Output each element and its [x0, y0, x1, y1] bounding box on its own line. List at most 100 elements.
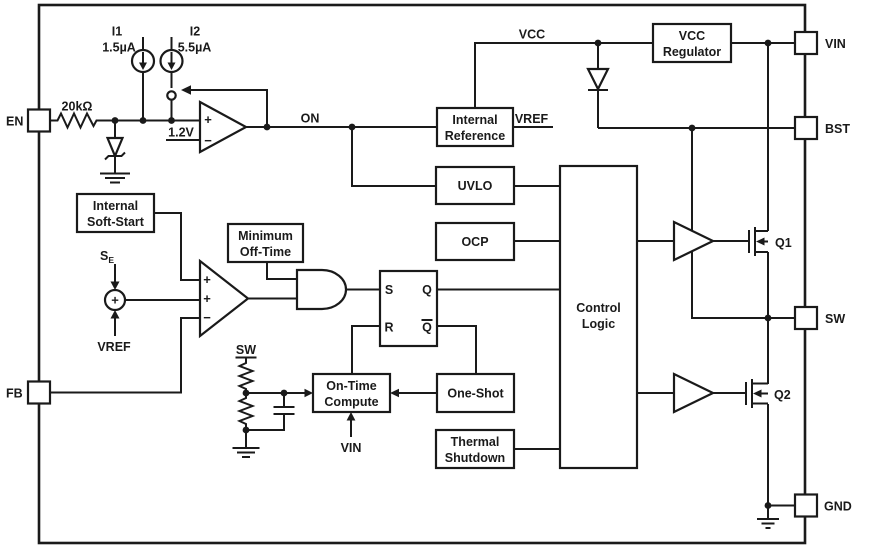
latch-r-label: R — [384, 321, 393, 335]
switch-feedback-arrowhead — [181, 85, 191, 95]
vref-in-label: VREF — [97, 340, 131, 354]
wire-cap — [246, 393, 295, 431]
soft-start-sum-label: SE — [100, 249, 114, 265]
ground-symbols — [100, 172, 779, 529]
i2-arrowhead — [167, 62, 176, 70]
junction-on — [348, 123, 356, 131]
vcc-net-label: VCC — [519, 28, 545, 42]
ic-boundary — [37, 3, 807, 545]
junction-i2 — [168, 117, 175, 124]
wire-fb — [50, 317, 200, 394]
junction-vcc — [594, 39, 602, 47]
en-comp-plus: + — [204, 112, 212, 127]
thermal-shutdown-line1: Thermal — [451, 435, 500, 449]
pin-fb-label: FB — [6, 387, 23, 401]
error-comp-minus: − — [203, 310, 211, 325]
control-logic-line2: Logic — [582, 317, 615, 331]
en-resistor-label: 20kΩ — [62, 100, 93, 114]
pin-sw — [793, 305, 819, 331]
minimum-off-time-line2: Off-Time — [240, 245, 291, 259]
net-labels: I1 1.5µA I2 5.5µA 20kΩ 1.2V ON VCC VREF … — [62, 25, 792, 456]
current-source-i2 — [159, 48, 184, 74]
tap-arrowhead — [304, 388, 313, 398]
pin-sw-label: SW — [825, 312, 845, 326]
vref-out-label: VREF — [515, 112, 549, 126]
pin-en — [26, 108, 52, 133]
vcc-regulator-block — [651, 22, 733, 64]
internal-reference-block — [435, 106, 515, 148]
latch-qbar-label: Q — [422, 321, 432, 335]
ground-zener — [100, 172, 130, 184]
wire-r-in — [351, 325, 380, 374]
error-comp-plus1: + — [203, 272, 211, 287]
on-time-compute-block — [311, 372, 392, 414]
summing-plus: + — [111, 293, 119, 308]
vcc-regulator-line1: VCC — [679, 29, 705, 43]
q2-mosfet — [745, 379, 768, 408]
en-switch-contact — [166, 90, 177, 101]
comp-threshold-label: 1.2V — [168, 126, 194, 140]
i2-value-label: 5.5µA — [178, 41, 212, 55]
vref-arrowhead — [110, 310, 120, 319]
pin-vin — [793, 30, 819, 56]
on-time-compute-line2: Compute — [324, 395, 378, 409]
one-shot-block — [435, 372, 516, 414]
latch-q-label: Q — [422, 283, 432, 297]
pin-vin-label: VIN — [825, 37, 846, 51]
sr-latch-box — [378, 269, 439, 348]
wire-qbar-out — [437, 325, 477, 374]
pins: EN FB VIN BST SW GND — [6, 30, 852, 518]
q1-symbol — [748, 227, 768, 256]
junction-vin — [764, 39, 772, 47]
q1-body-arrow — [756, 237, 765, 246]
oneshot-arrowhead — [390, 388, 399, 398]
low-side-driver — [672, 372, 716, 414]
pin-en-label: EN — [6, 115, 23, 129]
junction-gnd — [764, 502, 772, 509]
internal-reference-line2: Reference — [445, 129, 505, 143]
pin-bst-label: BST — [825, 122, 850, 136]
i1-arrowhead — [139, 62, 147, 70]
q2-label: Q2 — [774, 388, 791, 402]
vin-sense-arrowhead — [346, 412, 356, 421]
error-comparator-body — [198, 258, 250, 339]
sw-sense-label: SW — [236, 343, 256, 357]
wire-switch-feedback — [190, 89, 268, 127]
uvlo-block — [434, 165, 516, 206]
en-comp-minus: − — [204, 133, 212, 148]
wires — [50, 37, 795, 519]
zener-bar — [104, 151, 126, 161]
ocp-label: OCP — [461, 235, 488, 249]
minimum-off-time-block — [226, 222, 305, 264]
vcc-regulator-line2: Regulator — [663, 45, 721, 59]
blocks: VCC Regulator Internal Reference UVLO OC… — [75, 22, 733, 470]
junction-comp-out — [263, 123, 271, 131]
on-time-compute-line1: On-Time — [326, 379, 377, 393]
wire-sw-node — [767, 252, 795, 384]
wire-bst-rail — [691, 128, 768, 319]
pin-fb — [26, 380, 52, 405]
wire-on-to-uvlo — [351, 127, 436, 187]
current-source-i1 — [130, 48, 156, 74]
junction-cap-top — [280, 389, 288, 397]
wire-en-input — [50, 111, 200, 130]
junction-dots — [111, 39, 772, 509]
ground-gnd-pin — [757, 518, 779, 529]
wire-vcc — [474, 42, 653, 108]
thermal-shutdown-line2: Shutdown — [445, 451, 505, 465]
en-comparator-body — [198, 100, 249, 154]
pin-bst — [793, 115, 819, 141]
internal-reference-line1: Internal — [452, 113, 497, 127]
junction-cap-bottom — [242, 426, 250, 434]
thermal-shutdown-block — [434, 428, 516, 470]
junction-sw — [764, 314, 772, 322]
junction-bst — [688, 124, 696, 132]
on-signal-label: ON — [301, 112, 320, 126]
internal-soft-start-line2: Soft-Start — [87, 215, 145, 229]
junction-zener — [111, 117, 119, 124]
q1-mosfet — [748, 227, 768, 256]
summing-junction: + — [103, 281, 127, 319]
q1-label: Q1 — [775, 236, 792, 250]
